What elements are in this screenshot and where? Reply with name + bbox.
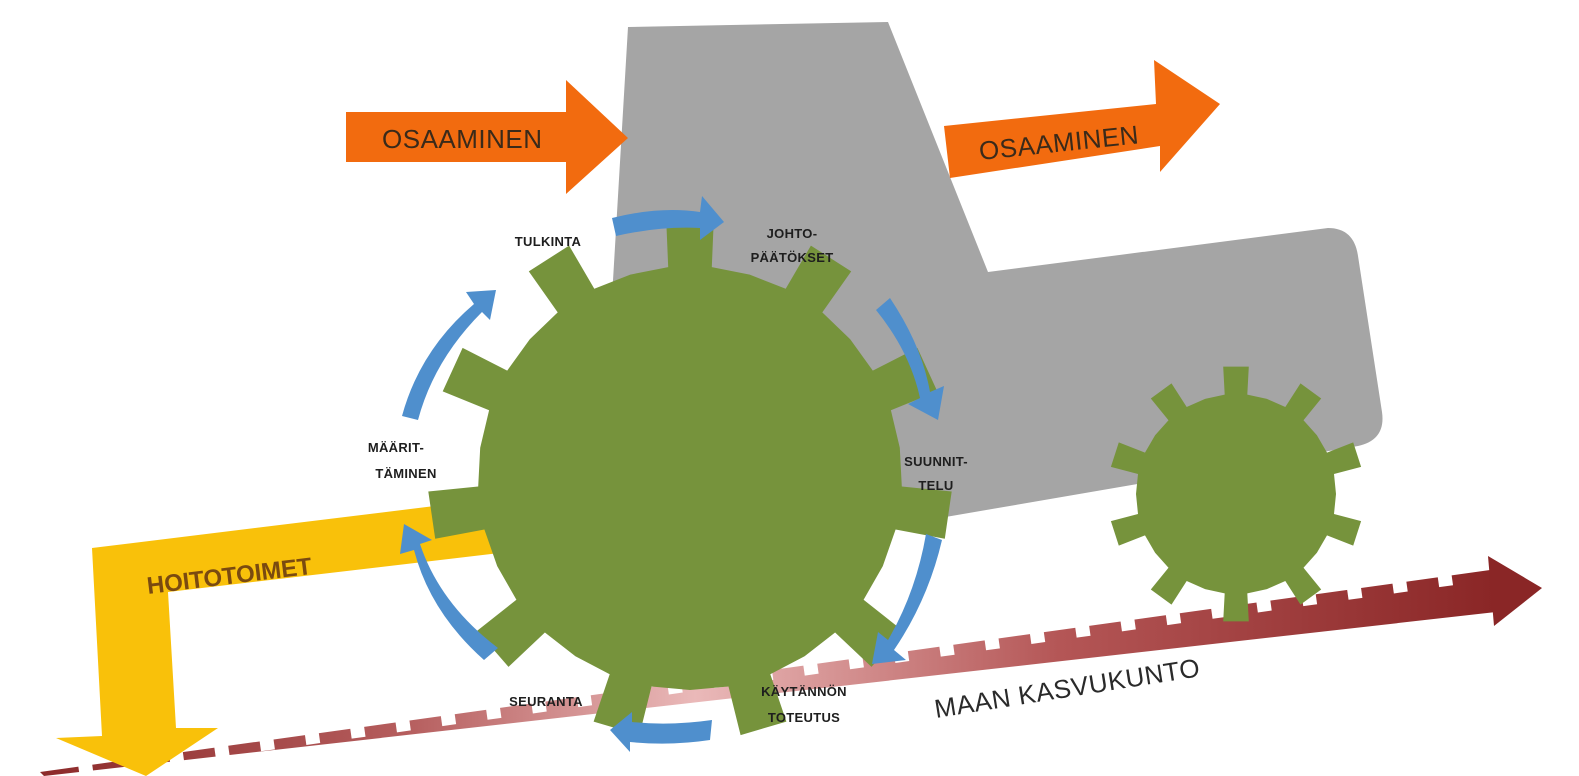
cycle-arrow-left-upper: [402, 290, 496, 420]
cycle-arrow-left-lower: [400, 524, 498, 660]
step-seuranta: SEURANTA: [509, 694, 583, 709]
ground-notch: [531, 699, 547, 714]
input-arrow: [346, 80, 628, 194]
ground-notch: [395, 718, 411, 733]
ground-notch: [1074, 623, 1091, 638]
ground-notch: [939, 642, 955, 657]
ground-notch: [1210, 604, 1227, 619]
large-gear: [428, 217, 952, 736]
step-tulkinta: TULKINTA: [515, 234, 582, 249]
ground-notch: [440, 712, 457, 727]
step-johtopaatokset-2: PÄÄTÖKSET: [751, 250, 834, 265]
output-arrow: [944, 60, 1220, 178]
cycle-arrow-right-upper: [876, 298, 944, 420]
ground-notch: [349, 724, 366, 739]
ground-notch: [984, 636, 1000, 651]
ground-notch: [485, 705, 502, 720]
ground-notch: [1256, 598, 1272, 613]
ground-notch: [1346, 585, 1363, 600]
ground-notch: [1120, 617, 1136, 632]
care-path-arrow: [56, 498, 508, 776]
cycle-arrow-bottom: [610, 712, 712, 752]
cycle-arrow-top: [612, 196, 724, 240]
step-johtopaatokset-1: JOHTO-: [767, 226, 818, 241]
input-arrow-label: OSAAMINEN: [382, 124, 543, 154]
step-maarittaminen-1: MÄÄRIT-: [368, 440, 424, 455]
step-maarittaminen-2: TÄMINEN: [375, 466, 436, 481]
ground-notch: [214, 743, 230, 758]
step-suunnittelu-1: SUUNNIT-: [904, 454, 968, 469]
cycle-arrow-right-lower: [872, 534, 942, 664]
ground-notch: [1165, 611, 1182, 626]
ground-notch: [1029, 630, 1046, 644]
ground-notch: [259, 737, 275, 752]
ground-notch: [304, 731, 321, 745]
ground-notch: [803, 661, 819, 676]
cycle-arrows: [400, 196, 944, 752]
step-kaytannon-1: KÄYTÄNNÖN: [761, 684, 847, 699]
ground-notch: [1437, 573, 1454, 588]
step-suunnittelu-2: TELU: [918, 478, 953, 493]
step-kaytannon-2: TOTEUTUS: [768, 710, 840, 725]
ground-notch: [576, 693, 593, 708]
ground-notch: [1392, 579, 1408, 594]
small-gear: [1110, 366, 1362, 622]
ground-notch: [78, 762, 94, 776]
small-gear-shape: [1110, 366, 1362, 622]
big-gear-shape: [428, 217, 952, 736]
ground-notch: [848, 655, 864, 670]
